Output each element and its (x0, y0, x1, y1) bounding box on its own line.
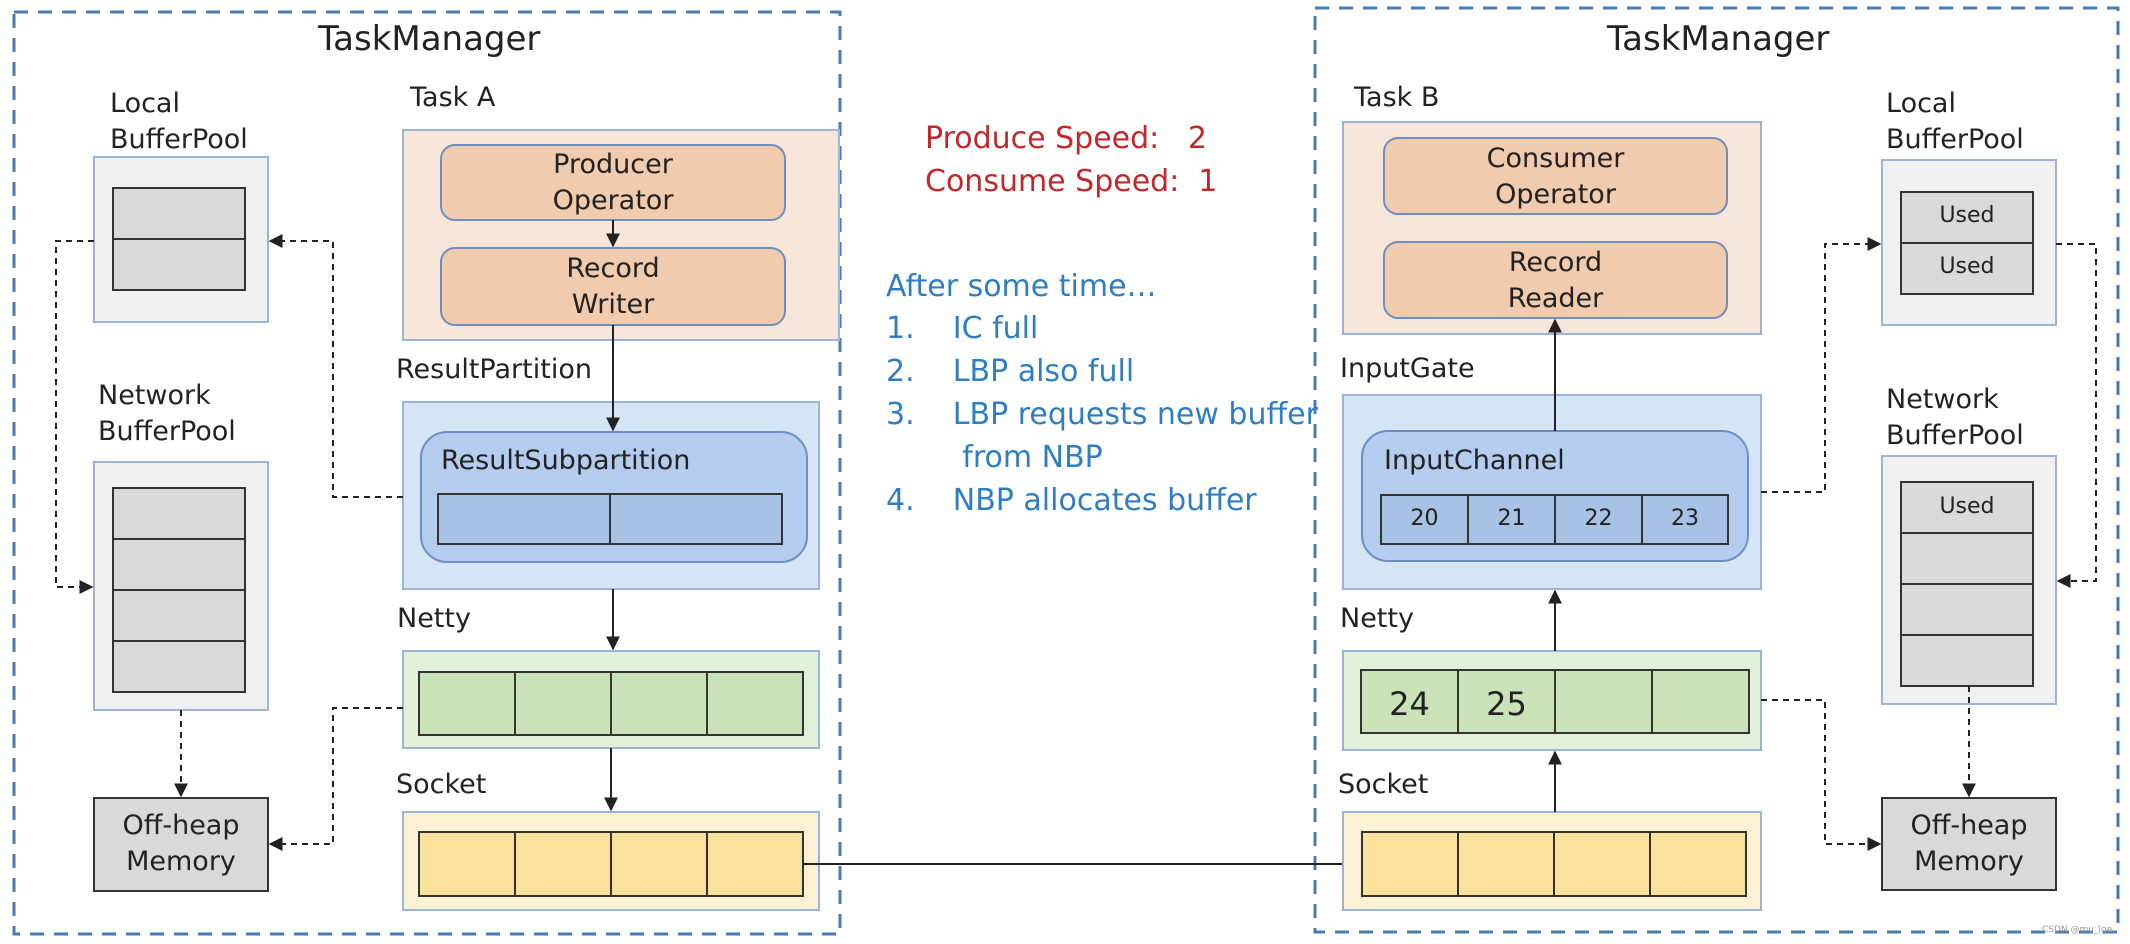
task-b-label: Task B (1354, 82, 1440, 113)
right-taskmanager-title: TaskManager (1607, 19, 1830, 59)
left-network-buffer-cell (112, 589, 246, 642)
watermark-credit: CSDN @mu_lge (2042, 925, 2113, 935)
right-netty-cell (1457, 669, 1556, 734)
producer-operator-text: Producer Operator (552, 149, 674, 217)
note-item: 3. LBP requests new buffer (886, 397, 1318, 432)
dashed-netty-to-offheap (268, 707, 403, 851)
note-item: from NBP (886, 440, 1103, 475)
task-a-label: Task A (410, 82, 496, 113)
left-netty-cell (418, 671, 516, 736)
consume-speed-note: Consume Speed: 1 (925, 164, 1218, 199)
input-channel-label: InputChannel (1384, 445, 1565, 476)
subpartition-cell (609, 493, 783, 545)
right-network-buffer-cell (1900, 634, 2034, 687)
input-channel-value: 22 (1584, 506, 1613, 531)
left-socket-cell (706, 831, 804, 897)
left-network-bufferpool-label: Network BufferPool (98, 380, 236, 448)
input-channel-cell (1554, 494, 1643, 545)
left-local-buffer-cell (112, 238, 246, 291)
left-network-buffer-cell (112, 538, 246, 591)
right-netty-label: Netty (1340, 603, 1414, 634)
left-netty-cell (610, 671, 708, 736)
left-socket-cell (514, 831, 612, 897)
dashed-netty-to-offheap (1761, 699, 1882, 851)
right-socket-cell (1361, 831, 1459, 897)
right-network-buffer-cell (1900, 583, 2034, 636)
left-socket-label: Socket (396, 769, 487, 800)
right-offheap-text: Off-heap Memory (1910, 810, 2028, 878)
left-local-bufferpool-label: Local BufferPool (110, 88, 248, 156)
input-channel-value: 20 (1410, 506, 1439, 531)
record-reader-box (1383, 241, 1728, 319)
record-reader-text: Record Reader (1507, 247, 1604, 315)
left-taskmanager-title: TaskManager (318, 19, 541, 59)
note-item: 4. NBP allocates buffer (886, 483, 1257, 518)
after-some-time-heading: After some time… (886, 269, 1157, 304)
left-netty-label: Netty (397, 603, 471, 634)
right-socket-cell (1649, 831, 1747, 897)
note-item: 2. LBP also full (886, 354, 1135, 389)
right-netty-value: 25 (1486, 685, 1527, 723)
consumer-operator-box (1383, 137, 1728, 215)
dashed-inputgate-to-local-pool (1761, 237, 1882, 493)
left-netty-cell (514, 671, 612, 736)
record-writer-text: Record Writer (566, 253, 660, 321)
note-item: 1. IC full (886, 311, 1039, 346)
left-offheap-text: Off-heap Memory (122, 810, 240, 878)
left-offheap-box (93, 797, 269, 892)
right-netty-cell (1651, 669, 1750, 734)
left-network-buffer-cell (112, 487, 246, 540)
dashed-local-pool-to-network-pool (2056, 243, 2097, 588)
right-local-buffer-status: Used (1939, 203, 1995, 228)
left-socket-cell (610, 831, 708, 897)
input-channel-cell (1380, 494, 1469, 545)
subpartition-cell (437, 493, 611, 545)
input-channel-value: 21 (1497, 506, 1526, 531)
right-network-buffer-cell (1900, 532, 2034, 585)
right-network-buffer-status: Used (1939, 494, 1995, 519)
left-network-buffer-cell (112, 640, 246, 693)
dashed-partition-to-local-pool (268, 234, 403, 498)
input-channel-cell (1641, 494, 1729, 545)
right-socket-label: Socket (1338, 769, 1429, 800)
left-taskmanager-border (12, 10, 842, 936)
right-netty-value: 24 (1389, 685, 1430, 723)
right-local-buffer-cell (1900, 242, 2034, 295)
left-netty-cell (706, 671, 804, 736)
right-socket-cell (1553, 831, 1651, 897)
input-gate-label: InputGate (1340, 353, 1475, 384)
result-partition-label: ResultPartition (396, 354, 592, 385)
right-network-buffer-cell (1900, 481, 2034, 534)
right-socket-cell (1457, 831, 1555, 897)
consumer-operator-text: Consumer Operator (1486, 143, 1625, 211)
right-netty-cell (1554, 669, 1653, 734)
result-subpartition-label: ResultSubpartition (441, 445, 691, 476)
left-local-buffer-cell (112, 187, 246, 240)
left-socket-cell (418, 831, 516, 897)
right-local-buffer-status: Used (1939, 254, 1995, 279)
dashed-local-pool-to-network-pool (55, 240, 94, 594)
right-offheap-box (1881, 797, 2057, 891)
right-netty-cell (1360, 669, 1459, 734)
input-channel-value: 23 (1671, 506, 1699, 531)
right-local-bufferpool-label: Local BufferPool (1886, 88, 2024, 156)
produce-speed-note: Produce Speed: 2 (925, 121, 1207, 156)
right-network-bufferpool-label: Network BufferPool (1886, 384, 2024, 452)
